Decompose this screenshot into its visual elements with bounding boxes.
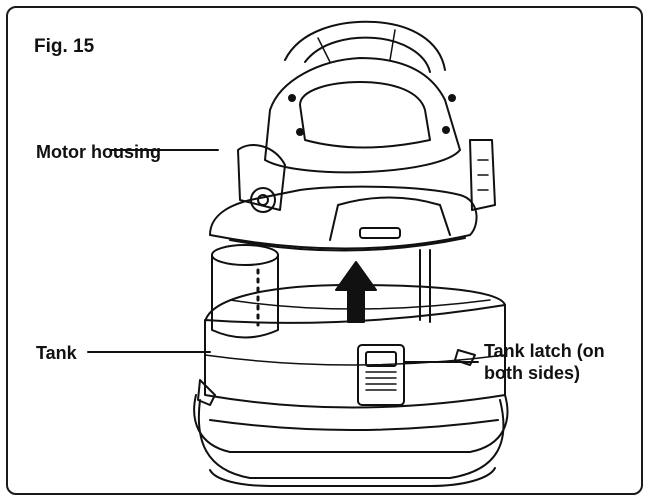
lift-arrow [335, 261, 377, 323]
motor-housing [209, 20, 496, 252]
motor-housing-label: Motor housing [36, 142, 161, 162]
tank-latch-label: Tank latch (on both sides) [484, 341, 605, 383]
tank-label: Tank [36, 343, 77, 363]
figure-title: Fig. 15 [34, 36, 95, 57]
reservoir-cup [211, 244, 279, 339]
tank-latch [357, 344, 405, 406]
tank-base [193, 394, 509, 487]
